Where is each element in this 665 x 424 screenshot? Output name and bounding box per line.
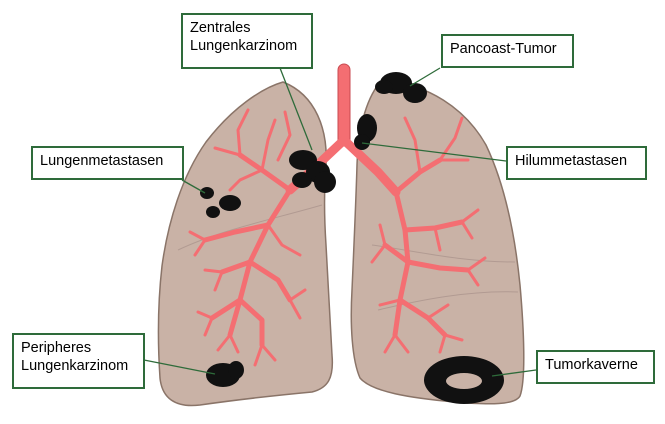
label-cavity-text: Tumorkaverne [545, 357, 638, 373]
label-central-line1: Zentrales [190, 20, 251, 36]
left-lung [157, 81, 334, 407]
tumors [200, 72, 504, 404]
label-tumor-cavity: Tumorkaverne [536, 350, 655, 384]
pancoast-tumor [375, 72, 427, 103]
leader-lines [143, 67, 537, 377]
label-hilar-text: Hilummetastasen [515, 153, 628, 169]
label-peripheral-line2: Lungenkarzinom [21, 358, 129, 374]
right-main-bronchus [339, 135, 401, 197]
label-peripheral-carcinoma: Peripheres Lungenkarzinom [12, 333, 145, 389]
label-peripheral-line1: Peripheres [21, 340, 92, 356]
central-tumor [289, 150, 336, 193]
cavity-tumor [424, 356, 504, 404]
label-central-line2: Lungenkarzinom [190, 38, 298, 54]
hilar-tumor [354, 114, 377, 150]
label-lung-metastases: Lungenmetastasen [31, 146, 184, 180]
label-pancoast-tumor: Pancoast-Tumor [441, 34, 574, 68]
metastasis-nodules [200, 187, 241, 218]
peripheral-tumor [206, 361, 244, 387]
label-hilar-metastases: Hilummetastasen [506, 146, 647, 180]
label-pancoast-text: Pancoast-Tumor [450, 41, 557, 57]
label-metastases-text: Lungenmetastasen [40, 153, 164, 169]
label-central-carcinoma: Zentrales Lungenkarzinom [181, 13, 313, 69]
